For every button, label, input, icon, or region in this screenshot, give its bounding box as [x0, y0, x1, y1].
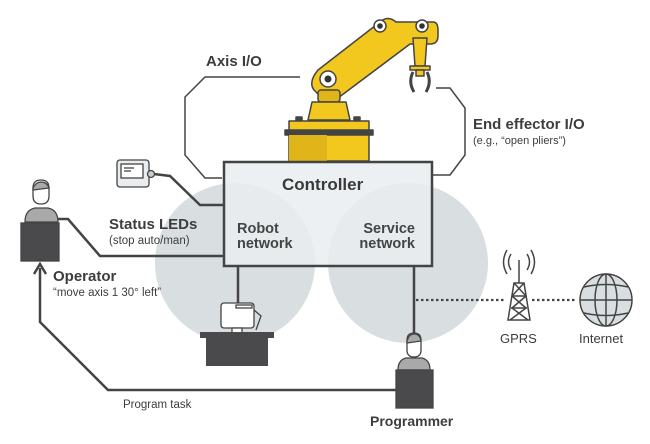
pendant-cable [153, 172, 224, 207]
axis-io-connector [184, 76, 300, 179]
service-network-line2: network [359, 236, 415, 253]
end-effector-io-label: End effector I/O [473, 116, 585, 133]
service-network-line1: Service [363, 221, 415, 237]
operator-icon [20, 179, 60, 262]
gprs-tower-icon [502, 249, 536, 321]
globe-icon [579, 273, 633, 327]
robot-network-line2: network [237, 236, 293, 253]
status-leds-sublabel: (stop auto/man) [109, 235, 190, 247]
robot-arm-icon [284, 17, 439, 162]
operator-sublabel: “move axis 1 30° left” [53, 287, 162, 299]
operator-label: Operator [53, 268, 117, 285]
program-task-arrow [38, 268, 396, 392]
programmer-label: Programmer [370, 413, 454, 429]
internet-label: Internet [579, 331, 624, 346]
teach-pendant-icon [116, 159, 156, 188]
status-leds-label: Status LEDs [109, 216, 198, 233]
service-network-label: Service network [355, 221, 415, 253]
controller-label: Controller [282, 175, 364, 194]
axis-io-label: Axis I/O [206, 53, 262, 70]
controller-box [222, 160, 434, 268]
program-task-label: Program task [123, 399, 192, 411]
operator-cable [58, 217, 224, 258]
end-effector-io-connector [432, 87, 466, 176]
robot-network-line1: Robot [237, 221, 279, 237]
workstation-icon [200, 302, 274, 366]
end-effector-io-sublabel: (e.g., “open pliers”) [473, 135, 566, 147]
robot-network-label: Robot network [237, 221, 293, 253]
programmer-icon [395, 332, 434, 409]
gprs-label: GPRS [500, 331, 537, 346]
arrow-head-icon [32, 261, 48, 275]
